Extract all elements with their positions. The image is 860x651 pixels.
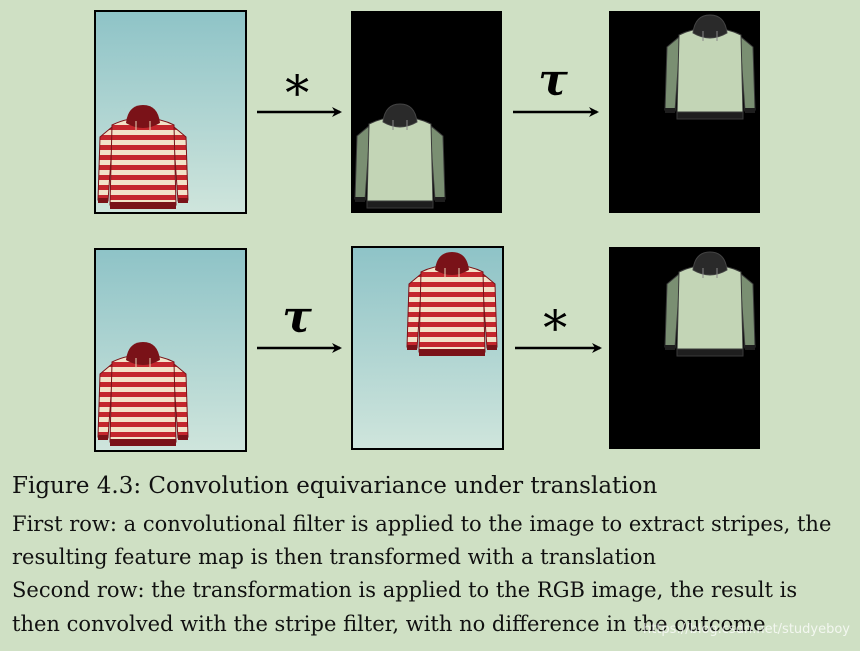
panel-rgb-image-row2 [94, 248, 247, 452]
row-1: ∗ τ [94, 10, 760, 214]
convolution-symbol: ∗ [539, 291, 572, 347]
caption-line-4: then convolved with the stripe filter, w… [12, 612, 766, 636]
caption-line-3: Second row: the transformation is applie… [12, 578, 798, 602]
panel-translated-feature-map-row1 [609, 11, 760, 213]
translation-symbol: τ [538, 55, 568, 106]
arrow-convolution-row2: ∗ [515, 291, 602, 353]
row-2: τ ∗ [94, 246, 760, 452]
arrow-translation-row1: τ [513, 55, 599, 117]
panel-feature-map-row1 [351, 11, 502, 213]
panel-feature-map-row2 [609, 247, 760, 449]
convolution-symbol: ∗ [281, 56, 314, 112]
caption-line-2: resulting feature map is then transforme… [12, 545, 657, 569]
figure-diagram: ∗ τ τ ∗ [94, 10, 760, 452]
panel-rgb-image-row1 [94, 10, 247, 214]
figure-caption-title: Figure 4.3: Convolution equivariance und… [12, 473, 658, 499]
watermark: https://blog.csdn.net/studyeboy [642, 622, 850, 637]
arrow-convolution-row1: ∗ [257, 56, 342, 117]
arrow-translation-row2: τ [257, 292, 342, 353]
translation-symbol: τ [282, 292, 312, 343]
caption-line-1: First row: a convolutional filter is app… [12, 512, 832, 536]
panel-translated-rgb-image-row2 [351, 246, 504, 450]
